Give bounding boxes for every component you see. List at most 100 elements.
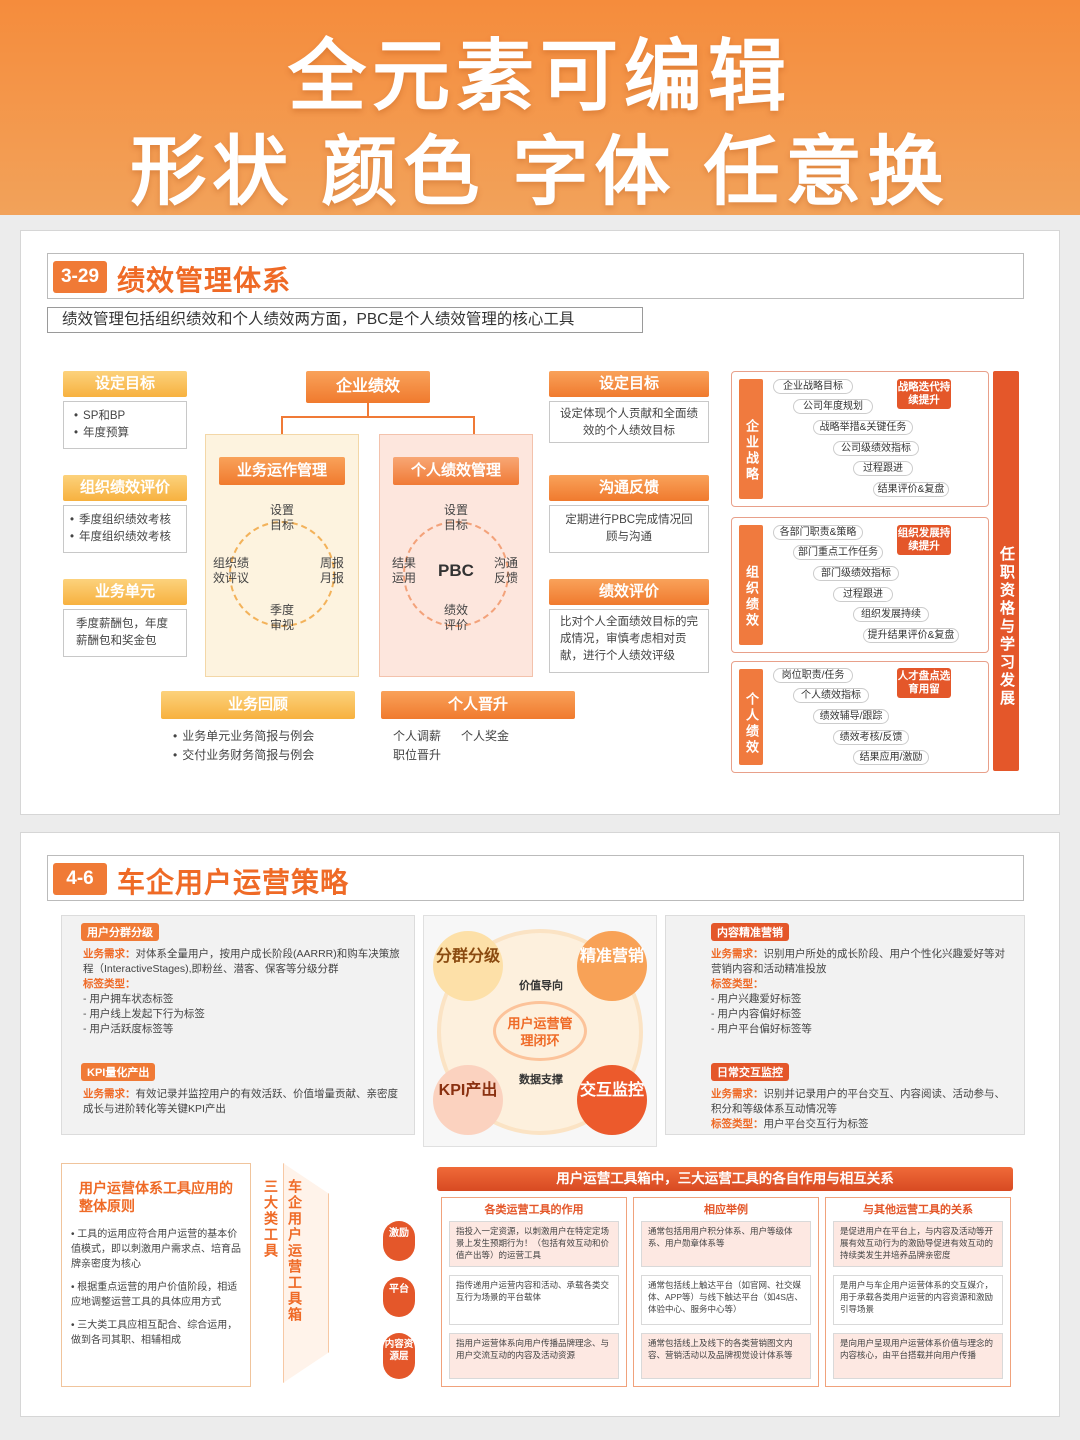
step-pill[interactable]: 结果评价&复盘 — [873, 482, 949, 497]
step-pill[interactable]: 企业战略目标 — [773, 379, 853, 394]
seg-content[interactable]: 业务需求：对体系全量用户，按用户成长阶段(AARRR)和购车决策旅程（Inter… — [83, 948, 400, 1035]
title-selection-box[interactable] — [47, 253, 1024, 299]
step-pill[interactable]: 个人绩效指标 — [793, 688, 869, 703]
left-org-eval-box[interactable]: 季度组织绩效考核年度组织绩效考核 — [63, 505, 187, 553]
group-tag-personal[interactable]: 人才盘点选育用留 — [897, 668, 951, 698]
step-pill[interactable]: 各部门职责&策略 — [773, 525, 863, 540]
row-head-incentive[interactable]: 激励 — [383, 1221, 415, 1261]
cycle-tl[interactable]: 分群分级 — [433, 931, 503, 1001]
right-goal-button[interactable]: 设定目标 — [549, 371, 709, 397]
step-pill[interactable]: 组织发展持续 — [853, 607, 929, 622]
biz-ops-right[interactable]: 周报月报 — [319, 556, 344, 585]
vert-label-toolbox[interactable]: 车企用户运营工具箱 — [287, 1179, 303, 1323]
list-item: 用户兴趣爱好标签 — [717, 993, 802, 1005]
right-goal-box[interactable]: 设定体现个人贡献和全面绩效的个人绩效目标 — [549, 401, 709, 443]
step-pill[interactable]: 战略举措&关键任务 — [813, 420, 913, 435]
content-content[interactable]: 业务需求：识别用户所处的成长阶段、用户个性化兴趣爱好等对营销内容和活动精准投放 … — [711, 948, 1005, 1035]
personal-right[interactable]: 沟通反馈 — [493, 556, 518, 585]
group-tag-org[interactable]: 组织发展持续提升 — [897, 525, 951, 555]
left-goal-button[interactable]: 设定目标 — [63, 371, 187, 397]
promo-banner: 全元素可编辑 形状 颜色 字体 任意换 — [0, 0, 1080, 215]
personal-button[interactable]: 个人绩效管理 — [393, 457, 519, 485]
table-cell[interactable]: 指用户运营体系向用户传播品牌理念、与用户交流互动的内容及活动资源 — [449, 1333, 619, 1379]
evaluation-button[interactable]: 绩效评价 — [549, 579, 709, 605]
biz-ops-left[interactable]: 组织绩效评议 — [212, 556, 249, 585]
biz-ops-top[interactable]: 设置目标 — [269, 503, 294, 532]
slide-performance-management[interactable]: 3-29 绩效管理体系 绩效管理包括组织绩效和个人绩效两方面，PBC是个人绩效管… — [20, 230, 1060, 815]
step-pill[interactable]: 岗位职责/任务 — [773, 668, 853, 683]
table-cell[interactable]: 指投入一定资源，以刺激用户在特定定场景上发生预期行为！（包括有效互动和价值产出等… — [449, 1221, 619, 1267]
daily-content[interactable]: 业务需求：识别并记录用户的平台交互、内容阅读、活动参与、积分和等级体系互动情况等… — [711, 1087, 1011, 1132]
left-biz-unit-button[interactable]: 业务单元 — [63, 579, 187, 605]
left-goal-box[interactable]: SP和BP年度预算 — [63, 401, 187, 449]
step-pill[interactable]: 过程跟进 — [853, 461, 913, 476]
daily-type: 用户平台交互行为标签 — [763, 1118, 869, 1130]
slide-user-operation[interactable]: 4-6 车企用户运营策略 用户分群分级 业务需求：对体系全量用户，按用户成长阶段… — [20, 832, 1060, 1417]
list-item: SP和BP — [74, 408, 176, 425]
step-pill[interactable]: 提升结果评价&复盘 — [863, 628, 959, 643]
table-title[interactable]: 用户运营工具箱中，三大运营工具的各自作用与相互关系 — [437, 1167, 1013, 1191]
biz-review-box[interactable]: 业务单元业务简报与例会交付业务财务简报与例会 — [161, 723, 355, 769]
biz-review-button[interactable]: 业务回顾 — [161, 691, 355, 719]
content-label[interactable]: 内容精准营销 — [711, 923, 789, 941]
slide-title[interactable]: 车企用户运营策略 — [117, 867, 350, 898]
kpi-need: 有效记录并监控用户的有效活跃、价值增量贡献、亲密度成长与进阶转化等关键KPI产出 — [83, 1088, 398, 1115]
slide-title[interactable]: 绩效管理体系 — [117, 265, 292, 296]
table-cell[interactable]: 是用户与车企用户运营体系的交互媒介，用于承载各类用户运营的内容资源和激励引导场景 — [833, 1275, 1003, 1325]
left-biz-unit-box[interactable]: 季度薪酬包，年度薪酬包和奖金包 — [63, 609, 187, 657]
cycle-center[interactable]: 用户运营管理闭环 — [507, 1016, 573, 1048]
step-pill[interactable]: 绩效考核/反馈 — [833, 730, 909, 745]
principle-title[interactable]: 用户运营体系工具应用的整体原则 — [79, 1180, 233, 1214]
cycle-tr[interactable]: 精准营销 — [577, 931, 647, 1001]
step-pill[interactable]: 结果应用/激励 — [853, 750, 929, 765]
principle-box[interactable] — [61, 1163, 251, 1387]
step-pill[interactable]: 部门重点工作任务 — [793, 545, 883, 560]
daily-label[interactable]: 日常交互监控 — [711, 1063, 789, 1081]
table-cell[interactable]: 是向用户呈现用户运营体系价值与理念的内容核心，由平台搭载并向用户传播 — [833, 1333, 1003, 1379]
pbc-label[interactable]: PBC — [438, 561, 474, 580]
group-box-org[interactable] — [731, 517, 989, 653]
feedback-box[interactable]: 定期进行PBC完成情况回顾与沟通 — [549, 505, 709, 553]
group-box-personal[interactable] — [731, 661, 989, 773]
promotion-box[interactable]: 个人调薪个人奖金职位晋升 — [381, 723, 575, 769]
biz-ops-button[interactable]: 业务运作管理 — [219, 457, 345, 485]
principle-list[interactable]: • 工具的运用应符合用户运营的基本价值模式，即以刺激用户需求点、培育品牌亲密度为… — [71, 1227, 241, 1348]
biz-ops-bottom[interactable]: 季度审视 — [269, 603, 294, 632]
group-box-strategy[interactable] — [731, 371, 989, 507]
group-tag-strategy[interactable]: 战略迭代持续提升 — [897, 379, 951, 409]
cycle-top-label: 价值导向 — [519, 980, 563, 992]
vert-label-three[interactable]: 三大类工具 — [263, 1179, 279, 1259]
table-cell[interactable]: 是促进用户在平台上，与内容及活动等开展有效互动行为的激励导促进有效互动的持续类发… — [833, 1221, 1003, 1267]
step-pill[interactable]: 部门级绩效指标 — [813, 566, 899, 581]
feedback-button[interactable]: 沟通反馈 — [549, 475, 709, 501]
promotion-button[interactable]: 个人晋升 — [381, 691, 575, 719]
enterprise-performance-button[interactable]: 企业绩效 — [306, 371, 430, 403]
table-cell[interactable]: 通常包括线上及线下的各类营销图文内容、营销活动以及品牌视觉设计体系等 — [641, 1333, 811, 1379]
cycle-bl[interactable]: KPI产出 — [433, 1065, 503, 1135]
personal-bottom[interactable]: 绩效评价 — [443, 603, 468, 632]
step-pill[interactable]: 过程跟进 — [833, 587, 893, 602]
step-pill[interactable]: 公司年度规划 — [793, 399, 873, 414]
personal-left[interactable]: 结果运用 — [391, 556, 416, 585]
side-title-bar[interactable]: 任职资格与学习发展 — [993, 371, 1019, 771]
evaluation-box[interactable]: 比对个人全面绩效目标的完成情况，审慎考虑相对贡献，进行个人绩效评级 — [549, 609, 709, 673]
left-org-eval-button[interactable]: 组织绩效评价 — [63, 475, 187, 501]
content-need-key: 业务需求： — [711, 948, 764, 960]
table-cell[interactable]: 指传递用户运营内容和活动、承载各类交互行为场景的平台载体 — [449, 1275, 619, 1325]
row-head-content[interactable]: 内容资源层 — [383, 1333, 415, 1379]
step-pill[interactable]: 绩效辅导/跟踪 — [813, 709, 889, 724]
daily-type-key: 标签类型： — [711, 1118, 764, 1130]
table-cell[interactable]: 通常包括线上触达平台（如官网、社交媒体、APP等）与线下触达平台（如4S店、体验… — [641, 1275, 811, 1325]
left-info-panel[interactable] — [61, 915, 415, 1135]
title-selection-box[interactable] — [47, 855, 1024, 901]
step-pill[interactable]: 公司级绩效指标 — [833, 441, 919, 456]
cycle-br[interactable]: 交互监控 — [577, 1065, 647, 1135]
kpi-label[interactable]: KPI量化产出 — [81, 1063, 156, 1081]
slide-subtitle[interactable]: 绩效管理包括组织绩效和个人绩效两方面，PBC是个人绩效管理的核心工具 — [47, 307, 643, 333]
personal-top[interactable]: 设置目标 — [443, 503, 468, 532]
row-head-platform[interactable]: 平台 — [383, 1277, 415, 1317]
table-cell[interactable]: 通常包括用用户积分体系、用户等级体系、用户勋章体系等 — [641, 1221, 811, 1267]
seg-label[interactable]: 用户分群分级 — [81, 923, 159, 941]
right-info-panel[interactable] — [665, 915, 1025, 1135]
kpi-content[interactable]: 业务需求：有效记录并监控用户的有效活跃、价值增量贡献、亲密度成长与进阶转化等关键… — [83, 1087, 403, 1117]
